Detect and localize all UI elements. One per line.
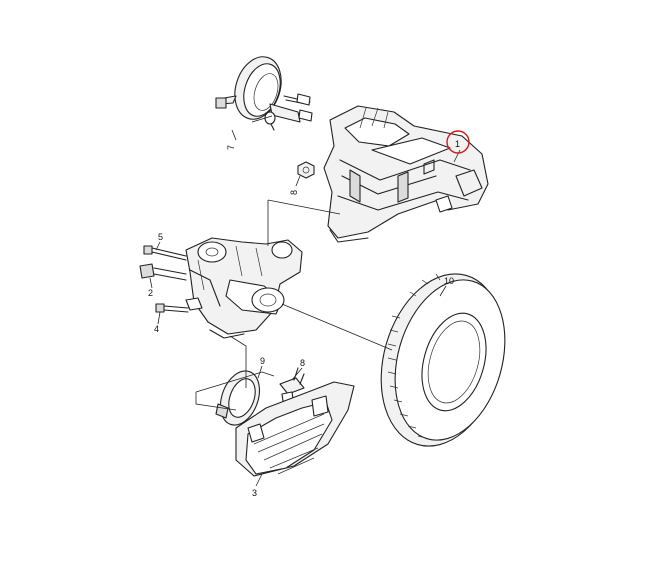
callout-3: 3 xyxy=(252,488,257,498)
callout-leaders xyxy=(149,129,461,487)
callout-2: 2 xyxy=(148,288,153,298)
callout-9: 9 xyxy=(260,356,265,366)
sensor-ring-part xyxy=(215,370,260,426)
callout-4: 4 xyxy=(154,324,159,334)
brake-chamber-part xyxy=(215,56,313,131)
sensor-bracket-part xyxy=(279,367,305,409)
dust-shield-part xyxy=(235,381,355,477)
highlight-circle xyxy=(446,130,470,154)
bolt-part-4 xyxy=(155,303,189,313)
callout-10: 10 xyxy=(444,276,454,286)
callout-8-lower: 8 xyxy=(300,358,305,368)
bolt-part-2 xyxy=(139,263,187,281)
callout-1: 1 xyxy=(455,139,460,149)
bolt-part-5 xyxy=(143,245,187,261)
assembly-lines xyxy=(195,115,393,411)
callout-5: 5 xyxy=(158,232,163,242)
nut-part-upper xyxy=(297,161,315,179)
callout-8-upper: 8 xyxy=(289,190,299,195)
callout-7: 7 xyxy=(226,145,236,150)
brake-disc-part xyxy=(380,273,506,447)
caliper-part xyxy=(323,105,489,243)
steering-knuckle-part xyxy=(185,237,303,339)
